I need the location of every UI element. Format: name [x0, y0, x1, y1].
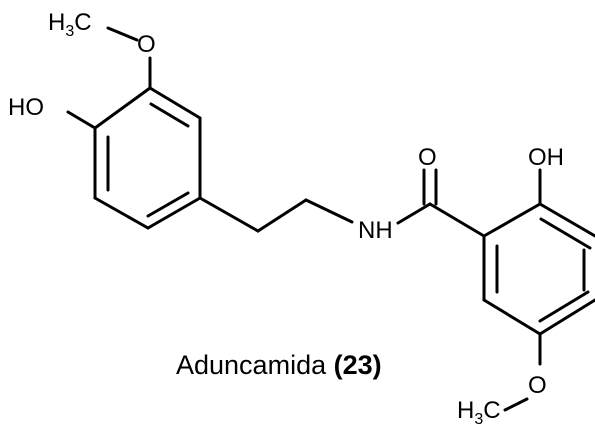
compound-name: Aduncamida [176, 350, 327, 380]
oxygen-bottom-label: O [528, 372, 547, 399]
amide-group [396, 168, 486, 238]
methyl-top-label: H3C [48, 9, 92, 40]
hydroxyl-left-bond [66, 110, 97, 130]
carbonyl-oxygen-label: O [418, 144, 437, 171]
hydroxyl-left-label: HO [8, 94, 44, 121]
right-aromatic-ring [482, 202, 595, 336]
amide-nh-label: NH [358, 217, 393, 244]
compound-number: (23) [334, 350, 382, 380]
ethyl-linker [198, 196, 354, 233]
left-aromatic-ring [93, 86, 202, 230]
methoxy-bottom-bonds [503, 332, 542, 412]
hydroxyl-right-label: OH [528, 144, 564, 171]
methoxy-top-bonds [106, 26, 152, 90]
oxygen-top-label: O [137, 31, 156, 58]
methyl-bottom-label: H3C [457, 397, 501, 426]
compound-caption: Aduncamida (23) [176, 350, 382, 380]
